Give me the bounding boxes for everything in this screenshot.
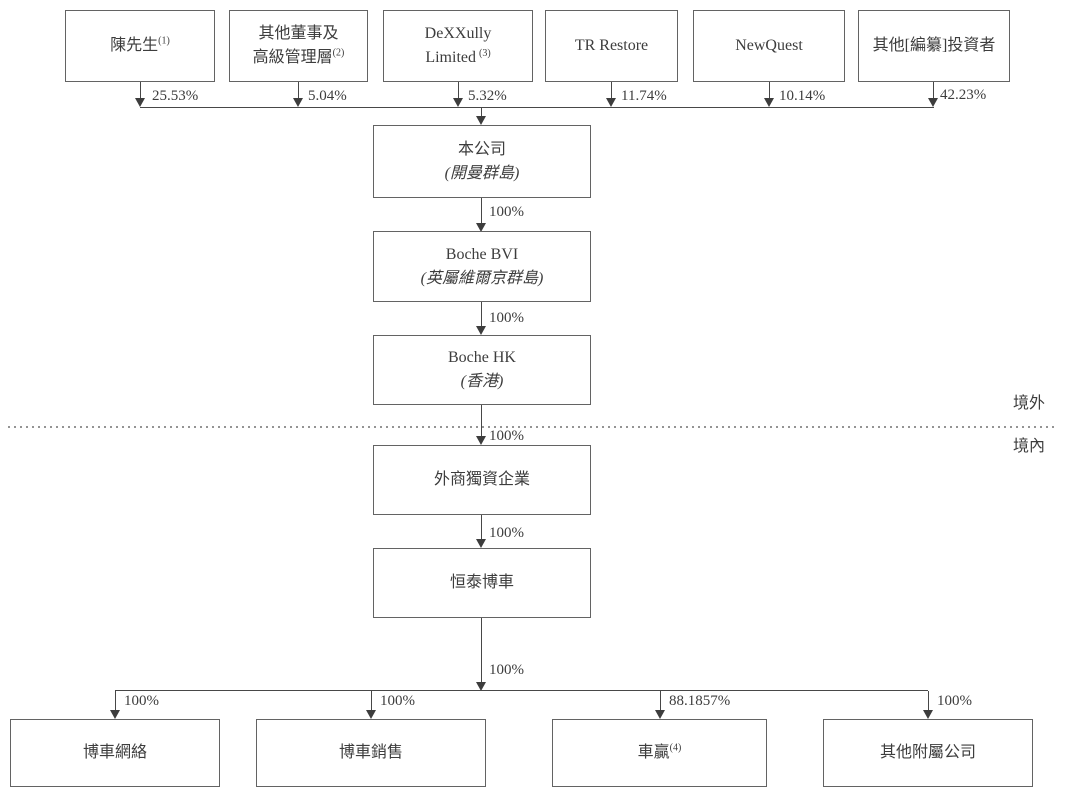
arrow-down-icon: [293, 98, 303, 107]
node-label: 陳先生: [110, 37, 159, 54]
node-boche-hk: Boche HK (香港): [373, 335, 591, 405]
connector-line: [769, 82, 770, 100]
ownership-percentage: 100%: [124, 693, 159, 709]
connector-line: [481, 515, 482, 540]
node-label: Boche HK: [448, 349, 516, 366]
node-dexxully-limited: DeXXully Limited(3): [383, 10, 533, 82]
node-label: 博車銷售: [338, 744, 403, 761]
arrow-down-icon: [476, 223, 486, 232]
node-location: (開曼群島): [444, 164, 520, 182]
node-label: 其他附屬公司: [879, 744, 976, 761]
node-location: (香港): [460, 373, 504, 390]
ownership-percentage: 100%: [380, 693, 415, 709]
ownership-percentage: 100%: [489, 310, 524, 326]
ownership-percentage: 88.1857%: [669, 693, 731, 709]
node-mr-chen: 陳先生(1): [65, 10, 215, 82]
node-label: 恒泰博車: [449, 574, 514, 591]
node-company: 本公司 (開曼群島): [373, 125, 591, 198]
node-wfoe: 外商獨資企業: [373, 445, 591, 515]
connector-line: [458, 82, 459, 100]
node-label: 其他[編纂]投資者: [872, 37, 996, 54]
node-label: TR Restore: [574, 37, 649, 54]
connector-line: [140, 107, 934, 108]
node-label: 本公司: [457, 140, 506, 158]
arrow-down-icon: [655, 710, 665, 719]
connector-line: [115, 690, 928, 691]
ownership-percentage: 100%: [489, 204, 524, 220]
ownership-percentage: 25.53%: [152, 88, 199, 104]
label-onshore: 境內: [1012, 438, 1045, 455]
ownership-percentage: 100%: [489, 428, 524, 444]
connector-line: [298, 82, 299, 100]
connector-line: [611, 82, 612, 100]
arrow-down-icon: [476, 682, 486, 691]
node-label: 車贏: [637, 744, 670, 761]
node-tr-restore: TR Restore: [545, 10, 678, 82]
node-newquest: NewQuest: [693, 10, 845, 82]
node-label: Boche BVI: [445, 245, 519, 263]
connector-line: [371, 691, 372, 711]
connector-line: [481, 618, 482, 682]
node-hengtai-boche: 恒泰博車: [373, 548, 591, 618]
arrow-down-icon: [928, 98, 938, 107]
node-label: 博車網絡: [82, 744, 147, 761]
arrow-down-icon: [476, 326, 486, 335]
connector-line: [140, 82, 141, 100]
arrow-down-icon: [366, 710, 376, 719]
connector-line: [481, 302, 482, 327]
arrow-down-icon: [110, 710, 120, 719]
connector-line: [481, 198, 482, 224]
arrow-down-icon: [476, 436, 486, 445]
node-location: (英屬維爾京群島): [420, 269, 544, 287]
arrow-down-icon: [135, 98, 145, 107]
arrow-down-icon: [606, 98, 616, 107]
label-offshore: 境外: [1012, 395, 1045, 412]
ownership-percentage: 10.14%: [779, 88, 826, 104]
arrow-down-icon: [764, 98, 774, 107]
node-other-investors: 其他[編纂]投資者: [858, 10, 1010, 82]
arrow-down-icon: [453, 98, 463, 107]
footnote-marker: (1): [158, 35, 170, 47]
ownership-percentage: 100%: [489, 525, 524, 541]
footnote-marker: (2): [332, 47, 345, 59]
arrow-down-icon: [923, 710, 933, 719]
ownership-percentage: 42.23%: [940, 87, 987, 103]
ownership-percentage: 5.04%: [308, 88, 347, 104]
ownership-percentage: 100%: [937, 693, 972, 709]
ownership-percentage: 11.74%: [621, 88, 667, 104]
arrow-down-icon: [476, 116, 486, 125]
connector-line: [660, 691, 661, 711]
node-boche-network: 博車網絡: [10, 719, 220, 787]
node-label: NewQuest: [735, 37, 803, 54]
connector-line: [933, 82, 934, 100]
node-label: 外商獨資企業: [433, 471, 530, 488]
footnote-marker: (3): [478, 47, 491, 59]
connector-line: [115, 691, 116, 711]
connector-line: [481, 405, 482, 437]
footnote-marker: (4): [669, 742, 682, 754]
arrow-down-icon: [476, 539, 486, 548]
node-other-subsidiaries: 其他附屬公司: [823, 719, 1033, 787]
node-other-directors: 其他董事及 高級管理層(2): [229, 10, 368, 82]
ownership-percentage: 100%: [489, 662, 524, 678]
ownership-percentage: 5.32%: [468, 88, 507, 104]
node-label: 其他董事及: [258, 25, 339, 42]
node-boche-sales: 博車銷售: [256, 719, 486, 787]
offshore-onshore-divider: [8, 426, 1056, 428]
node-label: Limited: [425, 49, 476, 66]
node-cheying: 車贏(4): [552, 719, 767, 787]
node-label: DeXXully: [424, 25, 492, 42]
node-boche-bvi: Boche BVI (英屬維爾京群島): [373, 231, 591, 302]
node-label: 高級管理層: [252, 49, 333, 66]
connector-line: [481, 108, 482, 117]
connector-line: [928, 691, 929, 711]
